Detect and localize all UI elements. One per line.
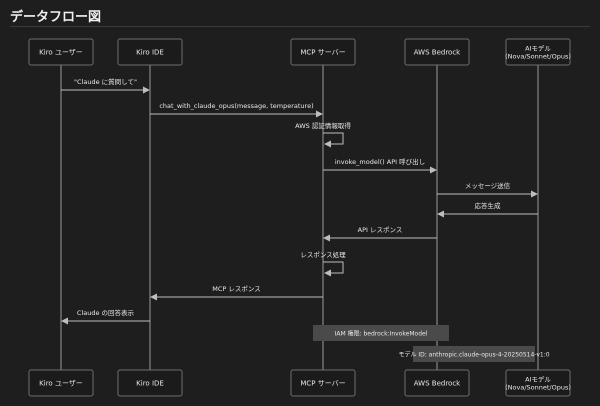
- message-label: レスポンス処理: [300, 250, 346, 259]
- title-divider: [10, 26, 590, 27]
- message-label: メッセージ送信: [465, 181, 511, 190]
- note-label: モデル ID: anthropic.claude-opus-4-20250514…: [398, 350, 549, 358]
- participant-mcp-top: MCP サーバー: [290, 38, 356, 66]
- self-call-arrow: [323, 132, 344, 148]
- note-1: IAM 権限: bedrock:InvokeModel: [313, 325, 449, 341]
- participant-label: AIモデル: [525, 375, 551, 384]
- participant-label: MCP サーバー: [300, 380, 345, 388]
- participant-model-top: AIモデル(Nova/Sonnet/Opus): [505, 38, 571, 66]
- message-10: Claude の回答表示: [61, 308, 150, 325]
- participant-mcp-bottom: MCP サーバー: [290, 369, 356, 397]
- note-2: モデル ID: anthropic.claude-opus-4-20250514…: [398, 346, 550, 362]
- participant-ide-bottom: Kiro IDE: [117, 369, 183, 397]
- message-4: invoke_model() API 呼び出し: [323, 157, 437, 174]
- participant-user-bottom: Kiro ユーザー: [28, 369, 94, 397]
- message-label: MCP レスポンス: [212, 285, 261, 293]
- page-title: データフロー図: [10, 10, 102, 25]
- message-6: 応答生成: [437, 201, 538, 218]
- message-label: 応答生成: [475, 201, 502, 210]
- message-7: API レスポンス: [323, 226, 437, 242]
- participant-bedrock-bottom: AWS Bedrock: [404, 369, 470, 397]
- message-1: "Claude に質問して": [61, 77, 150, 94]
- message-2: chat_with_claude_opus(message, temperatu…: [150, 102, 323, 118]
- participant-label: Kiro ユーザー: [39, 380, 83, 388]
- participant-label: (Nova/Sonnet/Opus): [505, 384, 571, 392]
- message-5: メッセージ送信: [437, 181, 538, 198]
- participant-model-bottom: AIモデル(Nova/Sonnet/Opus): [505, 369, 571, 397]
- message-8: レスポンス処理: [300, 250, 346, 277]
- message-3: AWS 認証情報取得: [295, 121, 351, 148]
- message-label: Claude の回答表示: [77, 308, 135, 317]
- participant-label: Kiro ユーザー: [39, 49, 83, 57]
- message-label: "Claude に質問して": [74, 77, 137, 86]
- message-label: invoke_model() API 呼び出し: [335, 157, 425, 166]
- participant-bedrock-top: AWS Bedrock: [404, 38, 470, 66]
- message-9: MCP レスポンス: [150, 285, 323, 301]
- participant-user-top: Kiro ユーザー: [28, 38, 94, 66]
- message-label: AWS 認証情報取得: [295, 121, 351, 130]
- participant-label: Kiro IDE: [136, 49, 164, 57]
- participant-label: AWS Bedrock: [414, 380, 461, 388]
- self-call-arrow: [323, 261, 344, 277]
- participant-label: AWS Bedrock: [414, 49, 461, 57]
- participant-ide-top: Kiro IDE: [117, 38, 183, 66]
- participant-label: AIモデル: [525, 44, 551, 53]
- participant-label: MCP サーバー: [300, 49, 345, 57]
- message-label: API レスポンス: [358, 226, 403, 234]
- message-label: chat_with_claude_opus(message, temperatu…: [159, 102, 313, 110]
- participant-label: (Nova/Sonnet/Opus): [505, 53, 571, 61]
- participant-label: Kiro IDE: [136, 380, 164, 388]
- note-label: IAM 権限: bedrock:InvokeModel: [335, 329, 428, 337]
